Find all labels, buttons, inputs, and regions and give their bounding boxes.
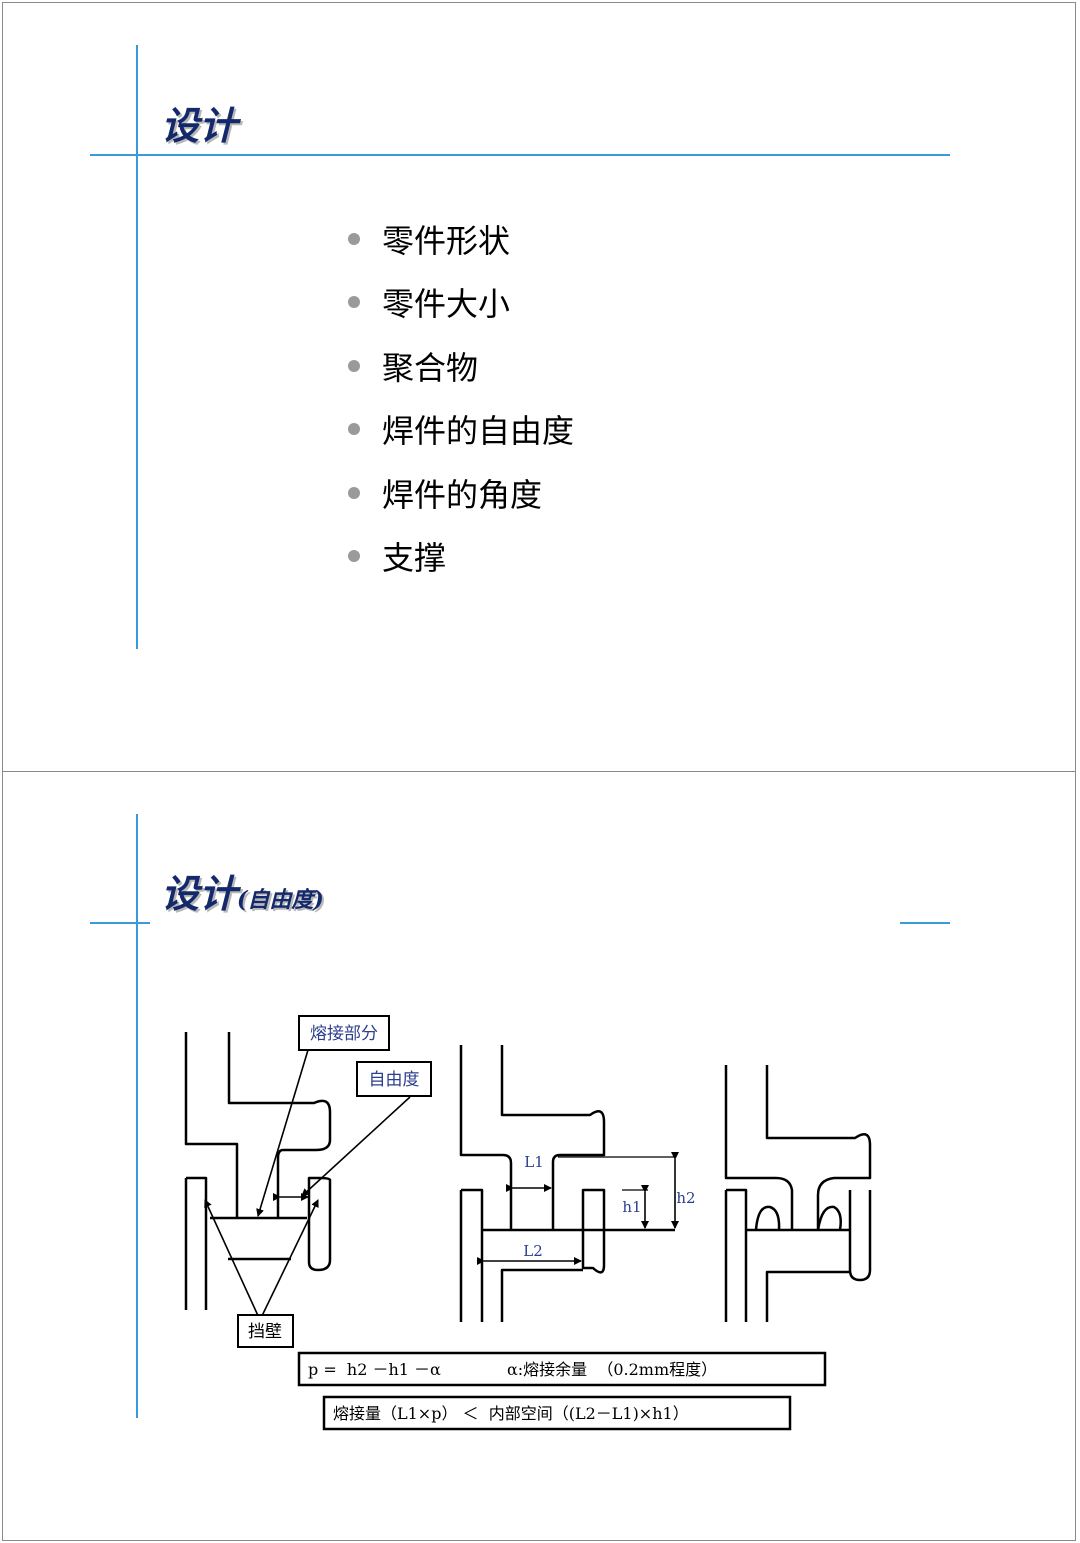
svg-text:熔接量（L1×p） ＜ 内部空间（(L2－L1)×h1）: 熔接量（L1×p） ＜ 内部空间（(L2－L1)×h1） [333, 1404, 689, 1423]
label-L2: L2 [523, 1242, 543, 1260]
formula-p: p = h2 －h1 －α α:熔接余量 （0.2mm程度） [297, 1351, 827, 1387]
slide-subtitle: (自由度) [237, 887, 324, 913]
bullet-item: 零件形状 [343, 207, 574, 271]
svg-text:自由度: 自由度 [369, 1070, 420, 1090]
slide-title: 设计(自由度) [161, 871, 324, 916]
label-L1: L1 [524, 1153, 544, 1171]
wall-leader-left [204, 1199, 261, 1321]
vertical-rule [136, 45, 138, 649]
freedom-leader [301, 1096, 411, 1197]
svg-text:挡壁: 挡壁 [248, 1322, 282, 1342]
label-freedom: 自由度 [356, 1061, 432, 1097]
horizontal-rule-right [900, 922, 950, 924]
bullet-item: 聚合物 [343, 334, 574, 398]
label-weld-part: 熔接部分 [298, 1015, 390, 1051]
joint-figure-2 [459, 1045, 675, 1322]
svg-text:熔接部分: 熔接部分 [310, 1024, 378, 1044]
bullet-dot-icon [348, 550, 360, 563]
horizontal-rule [90, 154, 950, 156]
bullet-dot-icon [348, 486, 360, 499]
formula-weld-amount: 熔接量（L1×p） ＜ 内部空间（(L2－L1)×h1） [322, 1395, 792, 1431]
bullet-dot-icon [348, 296, 360, 309]
wall-leader-right [259, 1199, 319, 1321]
horizontal-rule-left [90, 922, 150, 924]
label-h2: h2 [676, 1189, 695, 1207]
label-wall: 挡壁 [237, 1314, 294, 1348]
bullet-list: 零件形状 零件大小 聚合物 焊件的自由度 焊件的角度 支撑 [343, 207, 574, 588]
bullet-item: 支撑 [343, 525, 574, 589]
label-h1: h1 [622, 1198, 641, 1216]
svg-text:p = h2 －h1 －α α:熔: p = h2 －h1 －α α:熔接余量 （0.2mm程度） [308, 1360, 717, 1379]
slide-design: 设计 零件形状 零件大小 聚合物 焊件的自由度 焊件的角度 支撑 [2, 2, 1076, 772]
bullet-item: 焊件的自由度 [343, 398, 574, 462]
bullet-item: 焊件的角度 [343, 461, 574, 525]
joint-figure-1 [184, 1032, 332, 1310]
bullet-item: 零件大小 [343, 271, 574, 335]
bullet-dot-icon [348, 423, 360, 436]
bullet-dot-icon [348, 359, 360, 372]
vertical-rule [136, 814, 138, 1418]
bullet-dot-icon [348, 232, 360, 245]
joint-figure-3 [724, 1065, 872, 1322]
weld-part-leader [256, 1049, 309, 1217]
slide-title: 设计 [161, 103, 238, 148]
